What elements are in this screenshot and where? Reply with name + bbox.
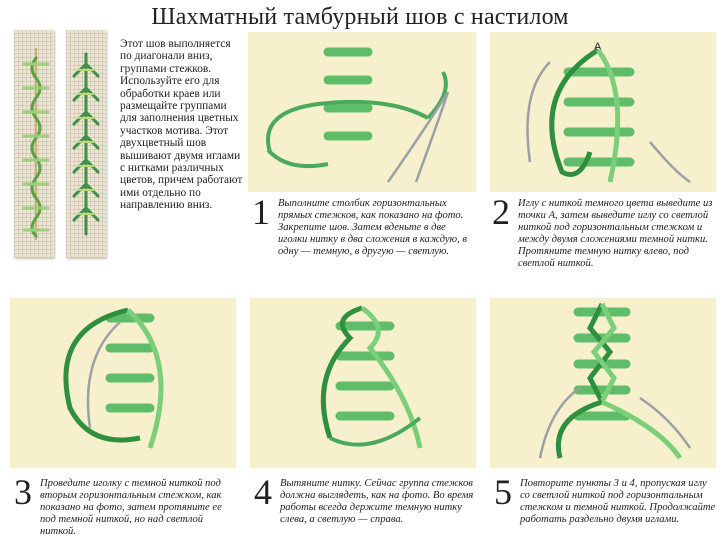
- step-1-text: Выполните столбик горизонтальных прямых …: [278, 198, 467, 257]
- stitch-sample-left: [22, 48, 50, 240]
- step-3: 3 Проведите иголку с темной ниткой под в…: [14, 472, 236, 538]
- step-1-photo: [248, 32, 476, 192]
- fabric-swatch-left: [14, 30, 54, 258]
- step-4: 4 Вытяните нитку. Сейчас группа стежков …: [254, 472, 476, 538]
- step-3-photo: [10, 298, 236, 468]
- fabric-swatch-right: [66, 30, 106, 258]
- point-a-label: A: [594, 41, 602, 53]
- step-1: 1 Выполните столбик горизонтальных прямы…: [252, 192, 472, 270]
- stitch-sample-right: [72, 52, 100, 236]
- step-5-photo: [490, 298, 716, 468]
- step-4-text: Вытяните нитку. Сейчас группа стежков до…: [280, 478, 474, 525]
- step-4-number: 4: [254, 472, 272, 512]
- step-2: 2 Иглу с ниткой темного цвета выведите и…: [492, 192, 716, 270]
- step-3-text: Проведите иголку с темной ниткой под вто…: [40, 478, 222, 537]
- step-2-photo: A: [490, 32, 716, 192]
- step-5-number: 5: [494, 472, 512, 512]
- step-5-text: Повторите пункты 3 и 4, пропуская иглу с…: [520, 478, 716, 525]
- step-3-number: 3: [14, 472, 32, 512]
- page-title: Шахматный тамбурный шов с настилом: [151, 4, 569, 30]
- step-4-photo: [250, 298, 476, 468]
- step-2-text: Иглу с ниткой темного цвета выведите из …: [518, 198, 713, 269]
- step-1-number: 1: [252, 192, 270, 232]
- step-5: 5 Повторите пункты 3 и 4, пропуская иглу…: [494, 472, 716, 538]
- intro-text: Этот шов выполняется по диагонали вниз, …: [120, 38, 243, 212]
- step-2-number: 2: [492, 192, 510, 232]
